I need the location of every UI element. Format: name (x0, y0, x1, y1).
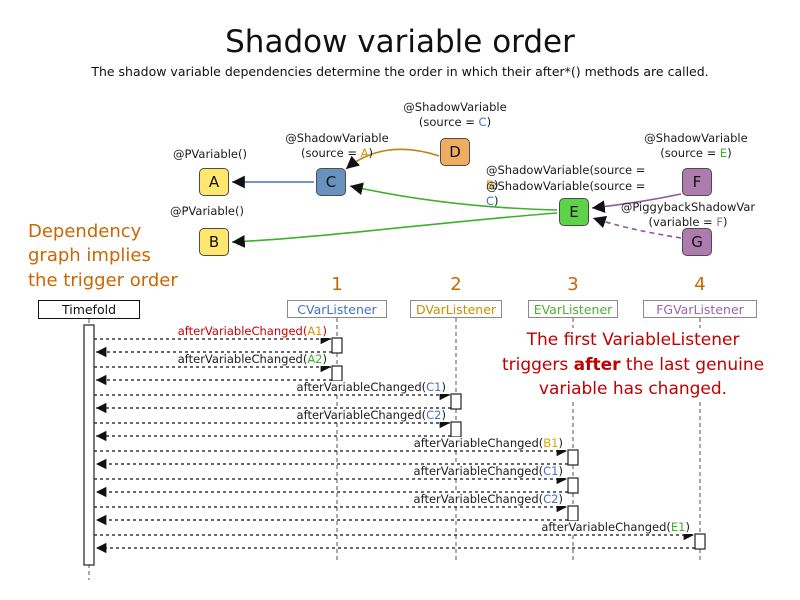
message-label-a2: afterVariableChanged(A2) (175, 352, 329, 366)
note-line: the trigger order (28, 269, 178, 291)
activation-timefold (83, 324, 95, 566)
lifeline-timefold: Timefold (38, 300, 140, 319)
sequence-note: The first VariableListener triggers afte… (498, 328, 768, 402)
activation-evar-2 (567, 477, 579, 494)
lifeline-evarlistener: EVarListener (528, 300, 618, 318)
edge-g-to-e-piggyback (592, 215, 682, 239)
node-d: D (440, 138, 470, 166)
edge-f-to-e (591, 193, 682, 213)
dependency-graph-note: Dependency graph implies the trigger ord… (28, 220, 178, 293)
order-number-2: 2 (450, 274, 462, 295)
node-c: C (316, 168, 346, 196)
lifeline-fgvarlistener: FGVarListener (643, 300, 757, 318)
edge-e-to-b (231, 212, 558, 248)
activation-dvar-1 (450, 393, 462, 410)
activation-fgvar (694, 533, 706, 550)
node-g: G (682, 228, 712, 256)
node-a: A (199, 168, 229, 196)
activation-dvar-2 (450, 421, 462, 438)
annotation-pvariable-b: @PVariable() (170, 204, 244, 218)
message-label-c2: afterVariableChanged(C2) (294, 408, 448, 422)
page-subtitle: The shadow variable dependencies determi… (91, 64, 709, 79)
lifeline-dvarlistener: DVarListener (410, 300, 502, 318)
annotation-piggyback-g: @PiggybackShadowVar (variable = F) (620, 200, 756, 229)
annotation-shadowvariable-f: @ShadowVariable (source = E) (644, 131, 748, 160)
note-line: The first VariableListener (526, 330, 740, 350)
order-number-1: 1 (331, 274, 343, 295)
annotation-shadowvariable-e-source-c: @ShadowVariable(source = C) (486, 179, 646, 208)
message-label-a1: afterVariableChanged(A1) (175, 324, 329, 338)
activation-evar-3 (567, 505, 579, 522)
message-arrows (94, 333, 695, 554)
lifeline-cvarlistener: CVarListener (287, 300, 387, 318)
note-line: triggers after the last genuine (501, 354, 765, 375)
annotation-pvariable-a: @PVariable() (173, 147, 247, 161)
order-number-4: 4 (694, 274, 706, 295)
annotation-shadowvariable-c: @ShadowVariable (source = A) (285, 131, 389, 160)
note-line: graph implies (28, 245, 151, 267)
message-label-e1: afterVariableChanged(E1) (539, 520, 692, 534)
activation-cvar-1 (331, 337, 343, 354)
activation-cvar-2 (331, 365, 343, 382)
message-label-c1b: afterVariableChanged(C1) (411, 464, 565, 478)
annotation-shadowvariable-d: @ShadowVariable (source = C) (403, 100, 507, 129)
activation-evar-1 (567, 449, 579, 466)
edge-e-to-c (349, 182, 558, 211)
node-e: E (559, 198, 589, 226)
message-label-c1: afterVariableChanged(C1) (294, 380, 448, 394)
message-label-b1: afterVariableChanged(B1) (411, 436, 565, 450)
edge-d-to-c (345, 148, 440, 170)
page-title: Shadow variable order (225, 24, 575, 60)
dependency-edges (231, 148, 682, 248)
annotation-shadowvariable-e-source-b: @ShadowVariable(source = B) (486, 163, 646, 192)
node-f: F (682, 168, 712, 196)
order-number-3: 3 (567, 274, 579, 295)
note-line: Dependency (28, 221, 142, 242)
note-line: variable has changed. (538, 379, 728, 400)
node-b: B (199, 228, 229, 256)
message-label-c2b: afterVariableChanged(C2) (411, 492, 565, 506)
